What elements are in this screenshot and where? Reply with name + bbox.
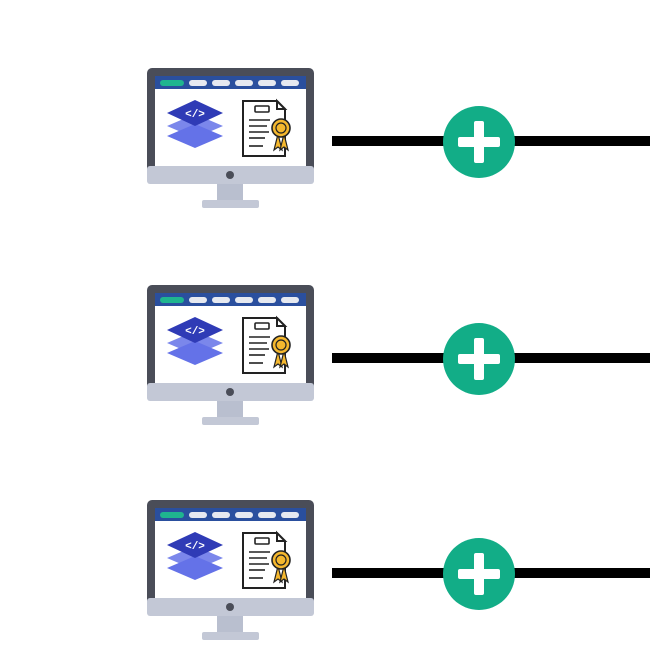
code-layers-icon: </> [167,532,223,580]
browser-tab [281,80,299,86]
monitor-stand-base [202,417,259,425]
certificate-icon [242,98,291,157]
certificate-icon [242,530,291,589]
code-layers-icon: </> [167,317,223,365]
browser-tab [258,512,276,518]
browser-tab [235,297,253,303]
browser-tab [212,80,230,86]
integration-row: </> [0,0,650,216]
monitor-power-dot [226,603,234,611]
plus-circle-icon [443,106,515,178]
monitor-stand-neck [217,616,243,634]
plus-circle-icon [443,323,515,395]
code-glyph: </> [185,109,205,121]
browser-tab [235,512,253,518]
desktop-monitor-icon: </> [145,285,315,427]
desktop-monitor-icon: </> [145,68,315,210]
integration-row: </> [0,217,650,433]
browser-tab [212,297,230,303]
desktop-monitor-icon: </> [145,500,315,642]
integration-row: </> [0,432,650,648]
monitor-stand-base [202,632,259,640]
browser-tab [258,80,276,86]
monitor-power-dot [226,171,234,179]
code-layers-icon: </> [167,100,223,148]
browser-tab [258,297,276,303]
browser-tab-active [160,297,184,303]
plus-circle-icon [443,538,515,610]
monitor-stand-neck [217,401,243,419]
browser-tab [212,512,230,518]
add-button[interactable] [443,106,515,178]
browser-tab [189,297,207,303]
browser-tab [281,512,299,518]
monitor-power-dot [226,388,234,396]
browser-tab [189,512,207,518]
code-glyph: </> [185,326,205,338]
monitor-stand-neck [217,184,243,202]
browser-tab [235,80,253,86]
browser-tab-active [160,80,184,86]
add-button[interactable] [443,323,515,395]
monitor-stand-base [202,200,259,208]
add-button[interactable] [443,538,515,610]
code-glyph: </> [185,541,205,553]
browser-tab-active [160,512,184,518]
browser-tab [189,80,207,86]
certificate-icon [242,315,291,374]
browser-tab [281,297,299,303]
